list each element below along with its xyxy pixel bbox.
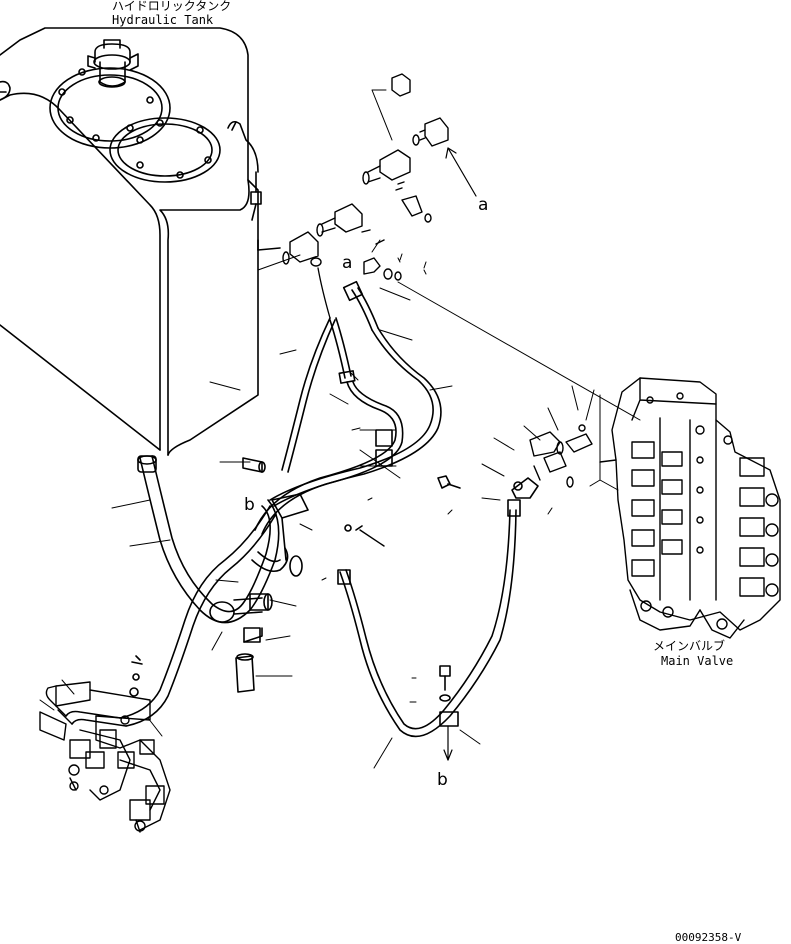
ref-a-top: a <box>478 195 489 215</box>
hose-assembly <box>65 267 461 727</box>
ref-b-upper: b <box>244 495 255 515</box>
ref-a-mid: a <box>342 253 353 273</box>
hydraulic-tank <box>0 27 281 456</box>
callout-leaders <box>39 239 595 769</box>
drawing-code: 00092358-V <box>675 931 742 944</box>
valve-label-en: Main Valve <box>661 654 734 668</box>
valve-fittings <box>529 424 593 488</box>
pilot-valve-block <box>39 681 171 833</box>
tank-label-en: Hydraulic Tank <box>112 13 214 27</box>
tank-label-jp: ハイドロリックタンク <box>112 0 232 13</box>
valve-label-jp: メインバルブ <box>653 639 726 653</box>
upper-fittings <box>282 73 449 281</box>
return-hose <box>337 477 539 761</box>
main-valve <box>599 377 781 639</box>
ref-b-lower: b <box>437 770 448 790</box>
